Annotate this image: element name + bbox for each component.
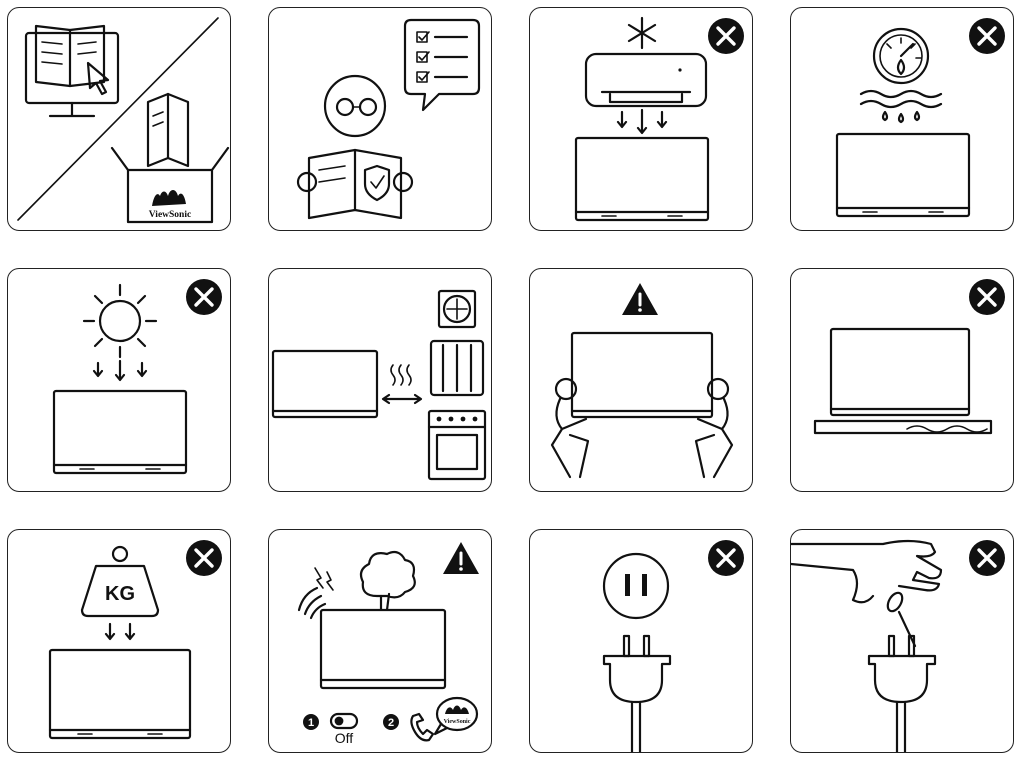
water-waves-icon xyxy=(859,89,943,124)
panel-read-safety xyxy=(268,7,492,231)
weight-icon: KG xyxy=(80,545,160,641)
switch-label: Off xyxy=(335,730,354,746)
power-plug-icon xyxy=(867,634,937,752)
power-plug-icon xyxy=(602,634,672,752)
step-two-number: 2 xyxy=(388,717,394,729)
warning-triangle-icon xyxy=(443,542,479,574)
panel-no-wet-hands-plug xyxy=(790,529,1014,753)
x-circle-icon xyxy=(969,279,1005,315)
panel-no-ac-vent xyxy=(529,7,753,231)
panel-smoke-power-off: 1 Off 2 ViewSonic xyxy=(268,529,492,753)
step-one-badge: 1 xyxy=(303,714,319,730)
panel-keep-from-heat xyxy=(268,268,492,492)
radiator-icon xyxy=(429,339,485,397)
panel-two-person-lift xyxy=(529,268,753,492)
phone-icon xyxy=(410,712,435,742)
hand-icon xyxy=(791,539,943,604)
air-conditioner-icon xyxy=(584,52,708,135)
power-switch-icon: Off xyxy=(329,712,359,746)
snowflake-icon xyxy=(627,16,657,50)
step-one-number: 1 xyxy=(308,717,314,729)
panel-no-sunlight xyxy=(7,268,231,492)
humidity-gauge-icon xyxy=(872,27,930,85)
panel-manual: ViewSonic xyxy=(7,7,231,231)
distance-arrow-icon xyxy=(381,393,423,405)
monitor-book-icon xyxy=(24,24,120,118)
oven-icon xyxy=(427,409,487,481)
display-icon xyxy=(829,327,971,417)
panel-no-socket-mismatch xyxy=(529,529,753,753)
person-lifting-left-icon xyxy=(550,377,590,479)
sparks-icon xyxy=(297,567,334,620)
vent-fan-icon xyxy=(437,289,477,329)
x-circle-icon xyxy=(969,18,1005,54)
display-icon xyxy=(271,349,379,419)
x-circle-icon xyxy=(969,540,1005,576)
display-icon xyxy=(570,331,714,419)
wobble-line-icon xyxy=(906,425,988,433)
display-icon xyxy=(319,608,447,690)
box-icon: ViewSonic xyxy=(110,92,230,224)
panel-no-heavy-objects: KG xyxy=(7,529,231,753)
display-icon xyxy=(52,389,188,475)
brand-text: ViewSonic xyxy=(149,210,191,220)
wall-socket-icon xyxy=(602,552,670,620)
display-icon xyxy=(48,648,192,740)
display-icon xyxy=(574,136,710,222)
heat-waves-icon xyxy=(390,364,412,386)
cotton-swab-icon xyxy=(886,591,917,648)
sun-icon xyxy=(82,283,158,382)
smoke-cloud-icon xyxy=(359,550,416,612)
service-bubble-icon: ViewSonic xyxy=(433,696,479,736)
service-brand-text: ViewSonic xyxy=(444,719,471,725)
person-lifting-right-icon xyxy=(694,377,734,479)
display-icon xyxy=(835,132,971,218)
warning-triangle-icon xyxy=(622,283,658,315)
person-reading-icon xyxy=(296,74,414,220)
shelf-icon xyxy=(813,419,993,435)
x-circle-icon xyxy=(186,540,222,576)
panel-no-unstable-surface xyxy=(790,268,1014,492)
panel-no-humidity xyxy=(790,7,1014,231)
checklist-bubble-icon xyxy=(403,18,481,112)
x-circle-icon xyxy=(708,540,744,576)
weight-label: KG xyxy=(105,583,135,605)
x-circle-icon xyxy=(708,18,744,54)
x-circle-icon xyxy=(186,279,222,315)
step-two-badge: 2 xyxy=(383,714,399,730)
